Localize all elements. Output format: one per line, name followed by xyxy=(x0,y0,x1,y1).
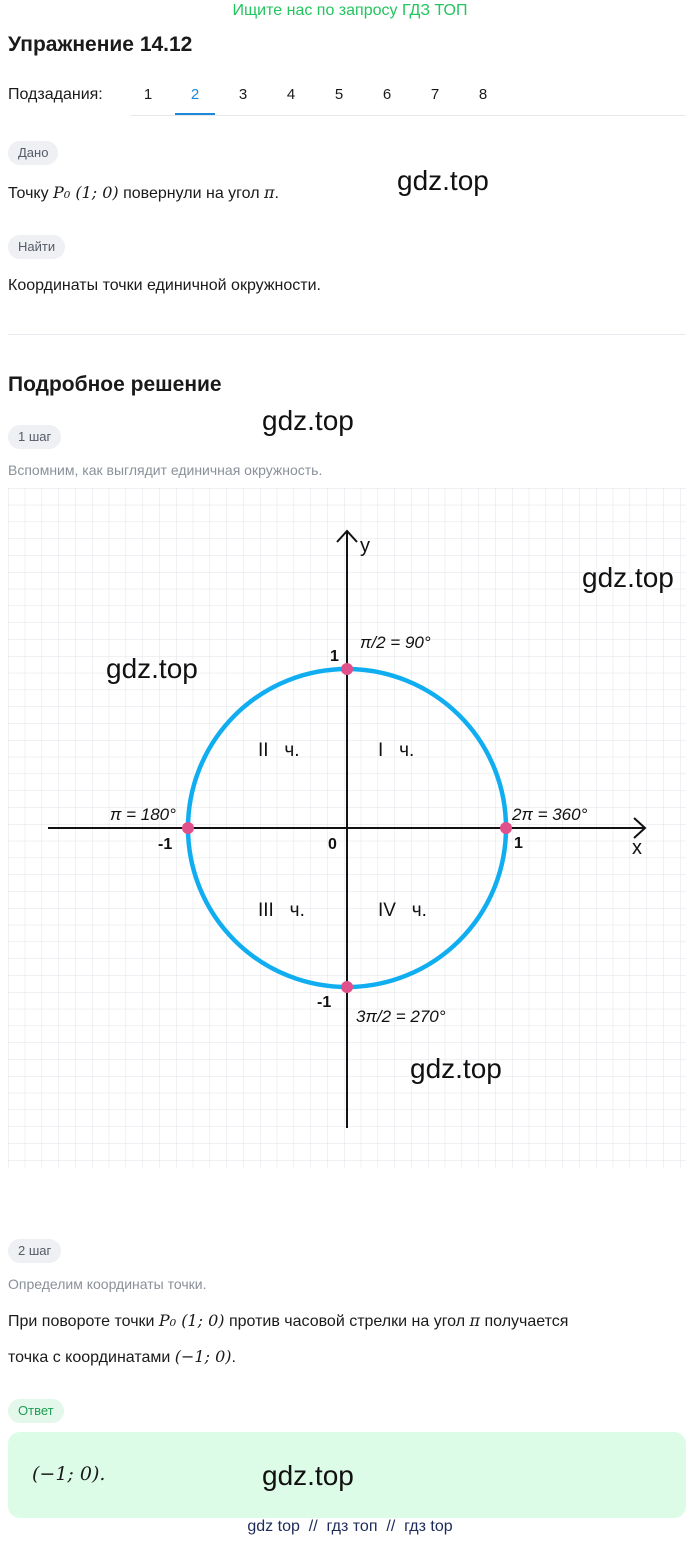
y-axis-label: y xyxy=(360,535,370,557)
given-text-pre: Точку xyxy=(8,185,49,202)
step1-text: Вспомним, как выглядит единичная окружно… xyxy=(8,462,323,478)
given-point: P₀ (1; 0) xyxy=(53,183,119,202)
footer-links[interactable]: gdz top // гдз топ // гдз top xyxy=(247,1518,453,1535)
active-tab-indicator xyxy=(175,113,215,115)
subtask-tab-5[interactable]: 5 xyxy=(334,86,344,103)
given-angle: π xyxy=(263,183,275,202)
tick-label-x-pos: 1 xyxy=(514,835,523,852)
quadrant-2-label: II ч. xyxy=(258,740,300,761)
answer-box xyxy=(8,1432,686,1518)
step2-point: P₀ (1; 0) xyxy=(158,1311,225,1330)
watermark: gdz.top xyxy=(397,165,489,196)
subtask-tab-4[interactable]: 4 xyxy=(286,86,296,103)
label-270: 3π/2 = 270° xyxy=(356,1007,446,1026)
x-axis-label: x xyxy=(632,837,642,859)
point-270 xyxy=(341,981,353,993)
given-chip: Дано xyxy=(8,141,59,165)
promo-banner[interactable]: Ищите нас по запросу ГДЗ ТОП xyxy=(232,2,468,19)
watermark: gdz.top xyxy=(410,1053,502,1084)
step2-angle: π xyxy=(469,1311,481,1330)
given-text: Точку P₀ (1; 0) повернули на угол π. xyxy=(8,183,279,203)
subtask-tab-3[interactable]: 3 xyxy=(238,86,248,103)
subtask-tab-2[interactable]: 2 xyxy=(190,86,200,103)
step2-line1: При повороте точки P₀ (1; 0) против часо… xyxy=(8,1311,568,1331)
step2-line2: точка с координатами (−1; 0). xyxy=(8,1347,236,1367)
step2-coords: (−1; 0) xyxy=(174,1347,232,1366)
subtask-tab-7[interactable]: 7 xyxy=(430,86,440,103)
point-360 xyxy=(500,822,512,834)
unit-circle-figure: y x 0 1 -1 1 -1 π/2 = 90° 2π = 360° π = … xyxy=(8,488,686,1168)
given-end: . xyxy=(274,185,279,202)
label-90: π/2 = 90° xyxy=(360,633,431,652)
find-chip: Найти xyxy=(8,235,66,259)
solution-title: Подробное решение xyxy=(8,373,222,396)
quadrant-1-label: I ч. xyxy=(378,740,414,761)
origin-label: 0 xyxy=(328,836,337,853)
point-180 xyxy=(182,822,194,834)
answer-chip: Ответ xyxy=(8,1399,64,1423)
watermark: gdz.top xyxy=(582,562,674,593)
subtask-tab-8[interactable]: 8 xyxy=(478,86,488,103)
step1-chip: 1 шаг xyxy=(8,425,62,449)
step2-chip: 2 шаг xyxy=(8,1239,62,1263)
watermark: gdz.top xyxy=(106,653,198,684)
page-title: Упражнение 14.12 xyxy=(8,33,193,56)
step2-line2-end: . xyxy=(231,1349,236,1366)
subtasks-label: Подзадания: xyxy=(8,86,103,103)
tick-label-x-neg: -1 xyxy=(158,836,172,853)
label-360: 2π = 360° xyxy=(511,805,588,824)
step2-line1-mid: против часовой стрелки на угол xyxy=(228,1313,466,1330)
tick-label-y-neg: -1 xyxy=(317,994,331,1011)
step2-intro: Определим координаты точки. xyxy=(8,1276,207,1292)
step2-line1-post: получается xyxy=(484,1313,569,1330)
quadrant-3-label: III ч. xyxy=(258,900,305,921)
step2-line2-pre: точка с координатами xyxy=(8,1349,171,1366)
label-180: π = 180° xyxy=(110,805,176,824)
given-text-post: повернули на угол xyxy=(123,185,260,202)
y-axis-arrow xyxy=(336,529,358,543)
quadrant-4-label: IV ч. xyxy=(378,900,427,921)
watermark: gdz.top xyxy=(262,405,354,436)
answer-value: (−1; 0). xyxy=(32,1463,106,1485)
step2-line1-pre: При повороте точки xyxy=(8,1313,155,1330)
x-axis-arrow xyxy=(633,817,647,839)
find-text: Координаты точки единичной окружности. xyxy=(8,277,321,294)
section-divider xyxy=(8,334,686,335)
watermark: gdz.top xyxy=(262,1460,354,1491)
subtask-tab-6[interactable]: 6 xyxy=(382,86,392,103)
point-90 xyxy=(341,663,353,675)
tick-label-y-pos: 1 xyxy=(330,648,339,665)
subtask-tab-1[interactable]: 1 xyxy=(143,86,153,103)
subtasks-divider xyxy=(130,115,686,116)
